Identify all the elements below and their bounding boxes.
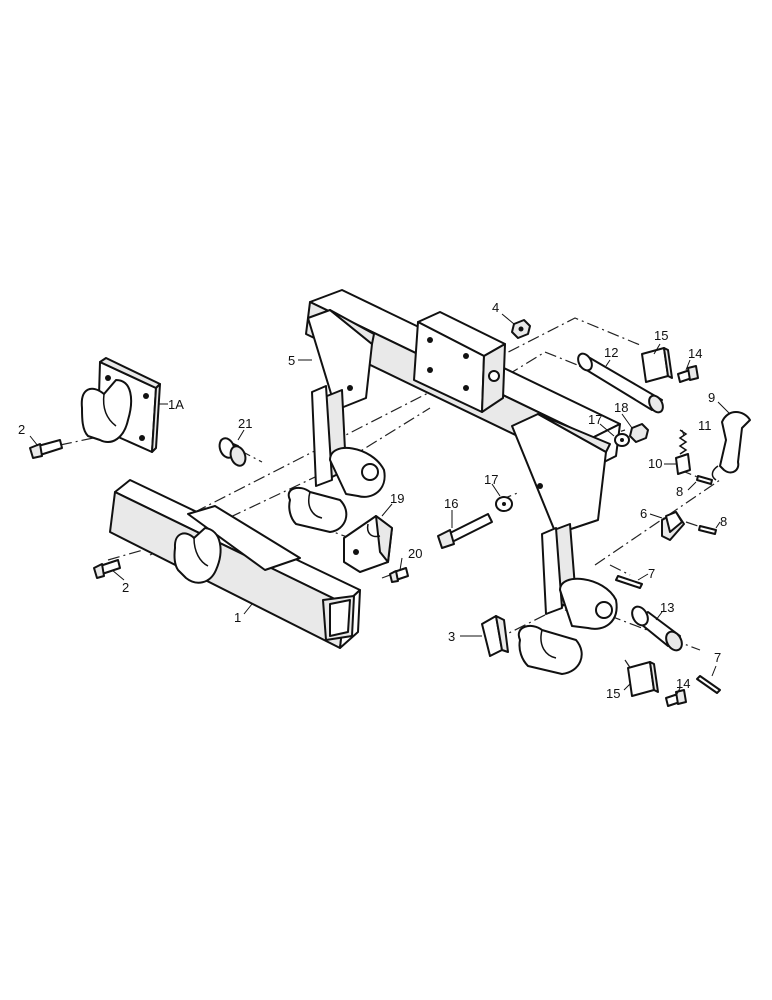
clip-10 xyxy=(675,453,691,475)
callout-10: 10 xyxy=(648,456,662,471)
bolt-2-upper xyxy=(29,439,63,459)
callout-9: 9 xyxy=(708,390,715,405)
pin-8-upper xyxy=(696,475,713,485)
spring-11 xyxy=(678,429,688,455)
washer-17-lower xyxy=(495,496,513,512)
callout-14-upper: 14 xyxy=(688,346,702,361)
bracket-6 xyxy=(661,511,685,541)
callout-11: 11 xyxy=(698,418,712,433)
leader-lines xyxy=(29,313,731,697)
callout-12: 12 xyxy=(604,345,618,360)
cotter-pin-7-lower xyxy=(696,675,721,694)
cotter-pin-7-upper xyxy=(615,575,643,589)
callout-17-upper: 17 xyxy=(588,412,602,427)
callout-labels: 1A 2 21 5 4 15 14 12 9 18 17 11 10 8 17 … xyxy=(18,300,727,701)
callout-20: 20 xyxy=(408,546,422,561)
callout-2-lower: 2 xyxy=(122,580,129,595)
callout-13: 13 xyxy=(660,600,674,615)
pin-12 xyxy=(577,352,664,414)
callout-15-lower: 15 xyxy=(606,686,620,701)
nut-4 xyxy=(511,319,531,339)
callout-14-lower: 14 xyxy=(676,676,690,691)
callout-1: 1 xyxy=(234,610,241,625)
screw-14-lower xyxy=(665,689,687,707)
hook-plate-1a xyxy=(80,357,161,453)
callout-17-lower: 17 xyxy=(484,472,498,487)
pin-13 xyxy=(631,605,683,652)
plate-15-lower xyxy=(627,661,659,697)
drawbar-tube-1 xyxy=(109,479,361,649)
pin-8-lower xyxy=(698,525,717,535)
bolt-20 xyxy=(389,567,409,583)
spring-latch-9 xyxy=(711,411,751,481)
nut-18 xyxy=(629,423,649,443)
callout-15-upper: 15 xyxy=(654,328,668,343)
upright-arm-5 xyxy=(287,309,386,533)
callout-6: 6 xyxy=(640,506,647,521)
latch-block-19 xyxy=(343,515,393,573)
callout-8-lower: 8 xyxy=(720,514,727,529)
callout-3: 3 xyxy=(448,629,455,644)
callout-2-upper: 2 xyxy=(18,422,25,437)
center-block xyxy=(413,311,506,413)
callout-8-upper: 8 xyxy=(676,484,683,499)
latch-handle-3 xyxy=(481,615,509,657)
callout-1a: 1A xyxy=(168,397,184,412)
plate-15-upper xyxy=(641,347,673,383)
callout-18: 18 xyxy=(614,400,628,415)
callout-5: 5 xyxy=(288,353,295,368)
washer-17-upper xyxy=(614,433,630,447)
callout-19: 19 xyxy=(390,491,404,506)
callout-16: 16 xyxy=(444,496,458,511)
bolt-2-lower xyxy=(93,559,121,579)
bushing-21 xyxy=(218,437,247,467)
screw-14-upper xyxy=(677,365,699,383)
callout-21: 21 xyxy=(238,416,252,431)
bolt-16 xyxy=(437,513,493,549)
callout-4: 4 xyxy=(492,300,499,315)
upright-arm-right xyxy=(511,413,618,675)
callout-7-upper: 7 xyxy=(648,566,655,581)
callout-7-lower: 7 xyxy=(714,650,721,665)
